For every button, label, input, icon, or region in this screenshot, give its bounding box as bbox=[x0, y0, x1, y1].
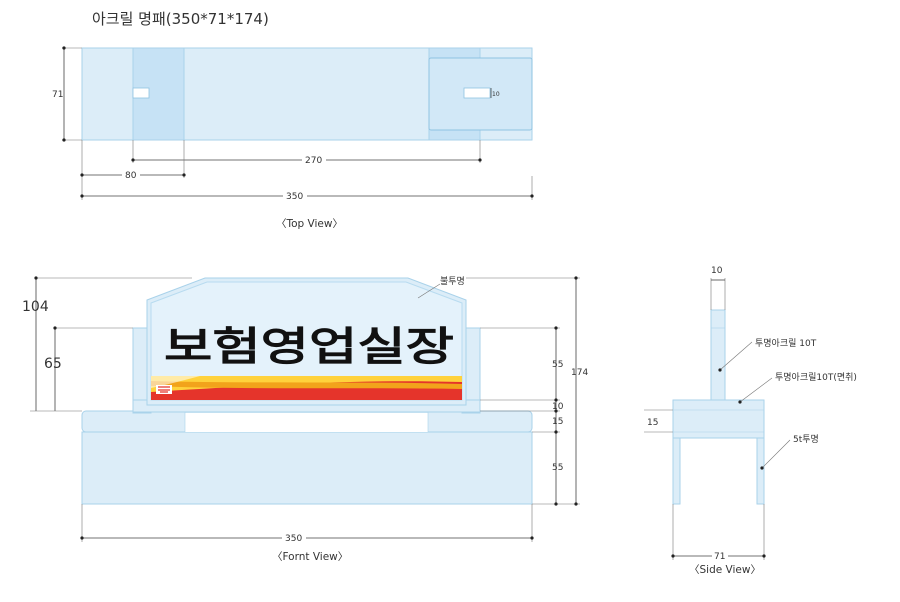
top-view-dim-350: 350 bbox=[286, 192, 303, 202]
band-orange bbox=[151, 381, 462, 389]
top-view-small-dim: 10 bbox=[492, 91, 500, 98]
dim-dot bbox=[478, 158, 482, 162]
side-view-block bbox=[672, 399, 765, 439]
side-view-label: 〈Side View〉 bbox=[689, 564, 761, 576]
dim-dot bbox=[53, 326, 57, 330]
front-view-label: 〈Fornt View〉 bbox=[272, 551, 348, 563]
side-view-callout-3-line bbox=[761, 439, 791, 469]
top-view-label: 〈Top View〉 bbox=[276, 218, 343, 230]
side-view: 10 투명아크릴 10T 투명아크릴10T(면취) 15 5t투명 71 〈Si… bbox=[644, 266, 857, 576]
dim-dot bbox=[80, 173, 84, 177]
dim-dot bbox=[530, 536, 534, 540]
top-view-dim-270: 270 bbox=[305, 156, 322, 166]
side-view-sign-plate bbox=[710, 309, 726, 401]
side-view-callout-2: 투명아크릴10T(면취) bbox=[775, 372, 857, 383]
dim-dot bbox=[671, 554, 675, 558]
dim-dot bbox=[62, 138, 66, 142]
dim-dot bbox=[131, 158, 135, 162]
front-view-dim-55-top: 55 bbox=[552, 360, 563, 370]
dim-dot bbox=[574, 276, 578, 280]
top-view-slot-left bbox=[132, 87, 150, 99]
front-view-dim-104: 104 bbox=[22, 299, 49, 315]
dim-dot bbox=[80, 536, 84, 540]
front-view-dim-15: 15 bbox=[552, 417, 563, 427]
side-view-callout-2-line bbox=[739, 377, 773, 403]
band-yellow bbox=[151, 376, 462, 392]
dim-label-bg bbox=[283, 190, 307, 201]
front-view: 보험영업실장 불투명 104 65 bbox=[22, 276, 588, 563]
dim-dot bbox=[738, 400, 742, 404]
front-view-base bbox=[81, 431, 533, 505]
side-view-callout-1-line bbox=[719, 341, 753, 371]
top-view-dim-71: 71 bbox=[52, 90, 63, 100]
dim-dot bbox=[530, 194, 534, 198]
dim-label-bg bbox=[122, 169, 140, 180]
side-view-callout-3: 5t투명 bbox=[793, 434, 819, 445]
top-view-dim-80: 80 bbox=[125, 171, 137, 181]
side-view-dim-15: 15 bbox=[647, 418, 658, 428]
dim-dot bbox=[34, 276, 38, 280]
dim-dot bbox=[554, 502, 558, 506]
dim-label-bg bbox=[712, 550, 728, 561]
side-view-left-leg bbox=[672, 437, 681, 505]
dim-dot bbox=[554, 430, 558, 434]
dim-dot bbox=[574, 502, 578, 506]
front-view-sign-text: 보험영업실장 bbox=[164, 324, 454, 370]
front-view-callout-line bbox=[417, 283, 441, 299]
side-view-right-leg bbox=[756, 437, 765, 505]
drawing-title: 아크릴 명패(350*71*174) bbox=[92, 10, 269, 28]
dim-dot bbox=[554, 326, 558, 330]
front-view-dim-10: 10 bbox=[552, 402, 564, 412]
dim-dot bbox=[760, 466, 764, 470]
top-view-sign-panel bbox=[132, 47, 481, 141]
dim-dot bbox=[762, 554, 766, 558]
dim-dot bbox=[80, 194, 84, 198]
side-view-callout-1: 투명아크릴 10T bbox=[755, 338, 817, 349]
front-view-base-gap bbox=[185, 413, 428, 432]
side-view-dim-10: 10 bbox=[711, 266, 723, 276]
front-view-dim-65: 65 bbox=[44, 356, 62, 372]
top-view-slot-right bbox=[463, 87, 491, 99]
side-view-dim-71: 71 bbox=[714, 552, 725, 562]
dim-dot bbox=[554, 398, 558, 402]
front-view-dim-174: 174 bbox=[571, 368, 588, 378]
front-view-color-band bbox=[151, 376, 462, 400]
dim-label-bg bbox=[282, 532, 306, 543]
front-view-dim-350: 350 bbox=[285, 534, 302, 544]
dim-label-bg bbox=[302, 154, 326, 165]
front-view-callout-opaque: 불투명 bbox=[440, 276, 465, 287]
dim-dot bbox=[718, 368, 722, 372]
dim-dot bbox=[554, 409, 558, 413]
logo-mark bbox=[158, 386, 170, 393]
dim-dot bbox=[182, 173, 186, 177]
top-view: 10 71 270 80 350 〈Top View〉 bbox=[52, 46, 534, 230]
front-view-dim-55-bottom: 55 bbox=[552, 463, 563, 473]
dim-dot bbox=[62, 46, 66, 50]
